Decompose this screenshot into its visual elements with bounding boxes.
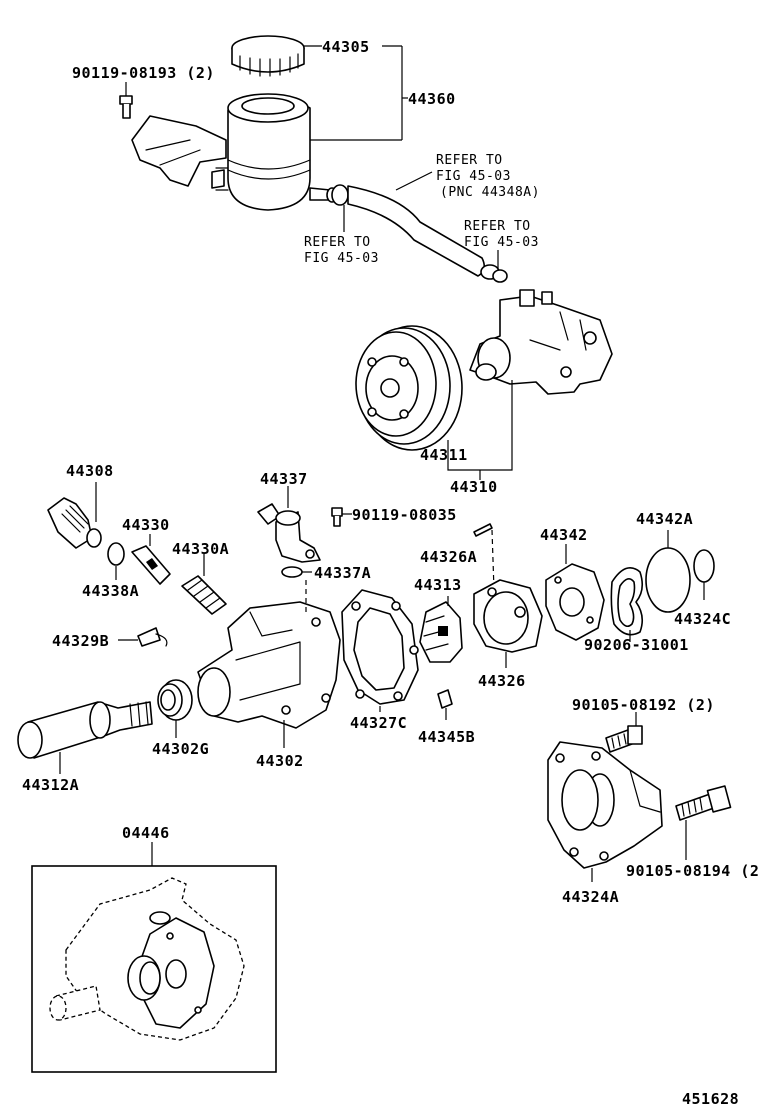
oring-large <box>645 547 691 613</box>
pump-housing <box>197 601 341 729</box>
label-refer1-l1: REFER TO <box>436 153 503 168</box>
label-gasket-seal: 90206-31001 <box>584 636 689 654</box>
label-pulley: 44311 <box>420 446 468 464</box>
label-refer1-l2: FIG 45-03 <box>436 169 511 184</box>
label-valve: 44308 <box>66 462 114 480</box>
label-union: 44337 <box>260 470 308 488</box>
label-oring-small: 44324C <box>674 610 731 628</box>
bolt-reservoir <box>119 95 133 119</box>
label-cap: 44305 <box>322 38 370 56</box>
label-bolt-union: 90119-08035 <box>352 506 457 524</box>
reservoir-cap <box>231 35 305 77</box>
vane <box>437 689 453 709</box>
spring <box>181 575 227 615</box>
label-bolt-cover1: 90105-08192 (2) <box>572 696 715 714</box>
label-gasket: 44327C <box>350 714 407 732</box>
rotor <box>419 601 463 663</box>
label-vane: 44345B <box>418 728 475 746</box>
pin <box>473 523 493 537</box>
bolt-cover-long <box>675 785 732 821</box>
flow-control-valve <box>131 545 171 585</box>
oring-valve <box>107 542 125 566</box>
relief-valve <box>47 497 102 549</box>
label-bearing: 44302G <box>152 740 209 758</box>
label-oring-large: 44342A <box>636 510 693 528</box>
label-refer3-l2: FIG 45-03 <box>464 235 539 250</box>
label-gasket-kit: 04446 <box>122 824 170 842</box>
oring-union <box>281 566 303 578</box>
bearing <box>157 679 193 721</box>
pump-body <box>469 289 613 395</box>
rear-cover <box>547 741 663 869</box>
label-oring-union: 44337A <box>314 564 371 582</box>
label-flow-valve: 44330 <box>122 516 170 534</box>
label-spring: 44330A <box>172 540 229 558</box>
seal-ring <box>610 566 644 636</box>
oring-small <box>693 549 715 583</box>
cam-ring <box>473 579 543 653</box>
label-clip: 44329B <box>52 632 109 650</box>
return-hose <box>331 184 508 283</box>
label-rear-cover: 44324A <box>562 888 619 906</box>
gasket <box>341 589 419 705</box>
gasket-kit-illustration <box>49 877 245 1041</box>
union-fitting <box>257 503 321 563</box>
label-refer1-l3: (PNC 44348A) <box>440 185 540 200</box>
label-bolt-cover2: 90105-08194 (2) <box>626 862 760 880</box>
bolt-union <box>331 507 343 527</box>
label-refer3-l1: REFER TO <box>464 219 531 234</box>
label-plate: 44342 <box>540 526 588 544</box>
label-refer2-l2: FIG 45-03 <box>304 251 379 266</box>
label-oring-valve: 44338A <box>82 582 139 600</box>
label-pump-assy: 44310 <box>450 478 498 496</box>
label-cam-ring: 44326 <box>478 672 526 690</box>
label-rotor: 44313 <box>414 576 462 594</box>
side-plate <box>545 563 605 641</box>
label-refer2-l1: REFER TO <box>304 235 371 250</box>
figure-number: 451628 <box>682 1090 739 1108</box>
label-housing: 44302 <box>256 752 304 770</box>
gasket-kit-box <box>31 865 277 1073</box>
reservoir-tank <box>131 93 338 211</box>
label-bolt-reservoir: 90119-08193 (2) <box>72 64 215 82</box>
label-shaft: 44312A <box>22 776 79 794</box>
pump-shaft <box>17 701 153 759</box>
label-reservoir: 44360 <box>408 90 456 108</box>
label-pin: 44326A <box>420 548 477 566</box>
clip <box>137 627 168 647</box>
pulley <box>355 325 463 451</box>
bolt-cover-short <box>605 725 643 753</box>
